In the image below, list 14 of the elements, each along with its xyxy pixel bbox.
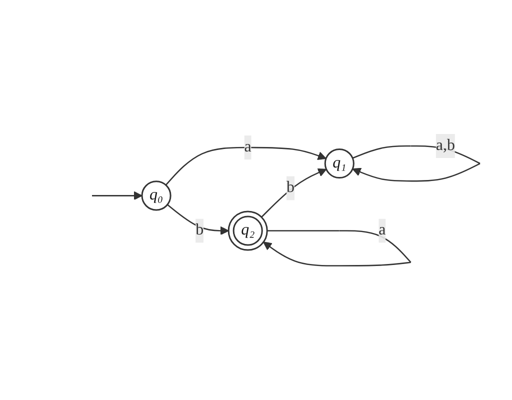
node-circle: q₂ — [228, 210, 268, 251]
edge-label: a — [244, 138, 252, 156]
edge-label: a,b — [436, 137, 455, 154]
node-circle: q₀ — [141, 180, 172, 211]
arrow — [352, 145, 480, 182]
arrow — [92, 191, 142, 200]
arrow — [165, 146, 326, 186]
arrow — [166, 204, 229, 236]
edge-label: b — [195, 222, 204, 239]
arrow — [262, 230, 412, 267]
node-circle: q₁ — [324, 148, 354, 179]
arrow — [260, 168, 327, 218]
edge-label: b — [286, 179, 294, 196]
edge-label: a — [378, 222, 386, 239]
